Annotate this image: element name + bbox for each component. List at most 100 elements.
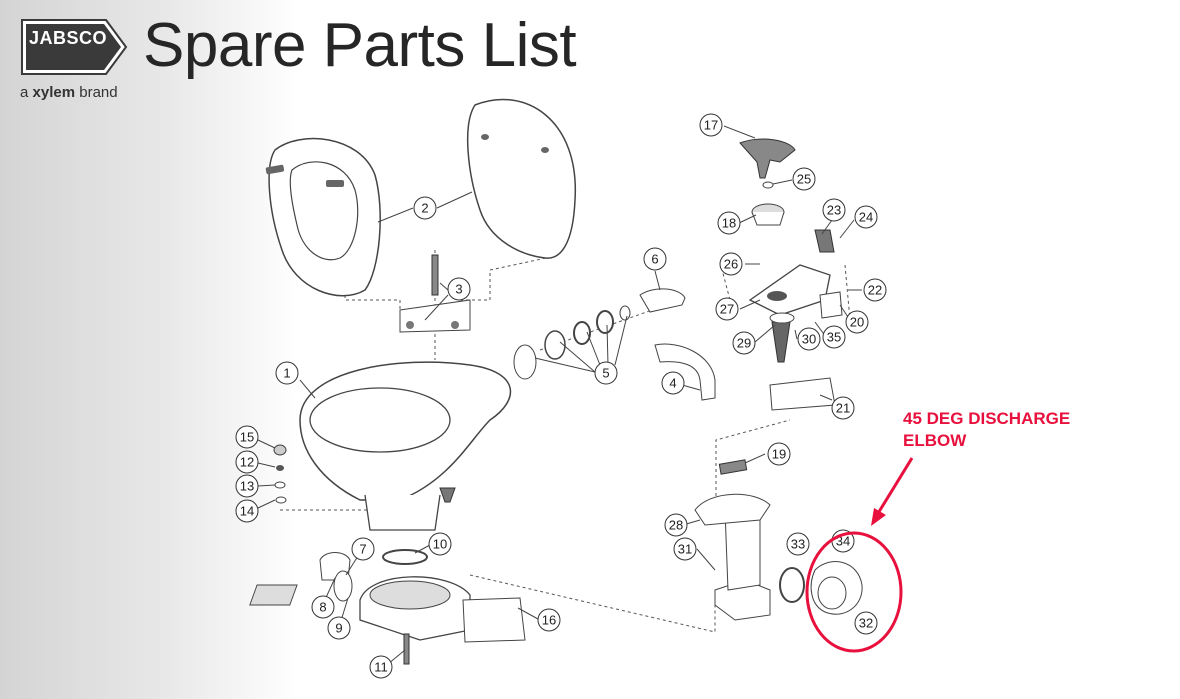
part-label-12: 12 <box>235 450 259 474</box>
part-number-text: 20 <box>850 315 864 330</box>
part-number-text: 18 <box>722 216 736 231</box>
part-label-9: 9 <box>327 616 351 640</box>
page-title: Spare Parts List <box>143 11 577 80</box>
pump-handle-assembly <box>739 138 843 411</box>
part-label-circle <box>235 474 259 498</box>
part-label-19: 19 <box>767 442 791 466</box>
hinge-assembly <box>399 254 471 333</box>
part-number-text: 17 <box>704 118 718 133</box>
part-number-text: 29 <box>737 336 751 351</box>
highlight-circle <box>805 531 903 653</box>
toilet-seat <box>265 137 381 297</box>
part-label-circle <box>831 396 855 420</box>
part-number-text: 11 <box>374 660 388 675</box>
part-label-27: 27 <box>715 297 739 321</box>
part-label-23: 23 <box>822 198 846 222</box>
highlight-annotation <box>805 457 914 653</box>
part-label-circle <box>235 425 259 449</box>
part-label-35: 35 <box>822 325 846 349</box>
part-number-text: 6 <box>651 252 658 267</box>
part-number-text: 7 <box>359 542 366 557</box>
part-number-text: 2 <box>421 201 428 216</box>
part-label-circle <box>845 310 869 334</box>
part-number-text: 22 <box>868 283 882 298</box>
part-label-24: 24 <box>854 205 878 229</box>
part-label-circle <box>767 442 791 466</box>
part-label-5: 5 <box>594 361 618 385</box>
discharge-pump-assembly <box>694 459 863 621</box>
part-label-circle <box>786 532 810 556</box>
part-number-text: 30 <box>802 332 816 347</box>
part-number-text: 15 <box>240 430 254 445</box>
part-label-circle <box>664 513 688 537</box>
part-label-29: 29 <box>732 331 756 355</box>
part-label-17: 17 <box>699 113 723 137</box>
toilet-bowl <box>299 361 512 531</box>
callout-line-2: ELBOW <box>903 431 967 450</box>
part-number-text: 31 <box>678 542 692 557</box>
part-label-circle <box>311 595 335 619</box>
part-label-circle <box>428 532 452 556</box>
part-label-circle <box>854 205 878 229</box>
part-number-text: 12 <box>240 455 254 470</box>
part-label-circle <box>235 499 259 523</box>
part-number-text: 27 <box>720 302 734 317</box>
part-number-text: 24 <box>859 210 873 225</box>
part-label-circle <box>797 327 821 351</box>
part-number-text: 25 <box>797 172 811 187</box>
part-number-text: 4 <box>669 376 676 391</box>
part-number-text: 21 <box>836 401 850 416</box>
part-label-18: 18 <box>717 211 741 235</box>
part-label-circle <box>863 278 887 302</box>
part-number-text: 14 <box>240 504 254 519</box>
background-gradient <box>0 0 300 699</box>
part-label-circle <box>643 247 667 271</box>
part-label-circle <box>822 198 846 222</box>
toilet-lid <box>466 98 576 259</box>
part-label-circle <box>537 608 561 632</box>
part-label-15: 15 <box>235 425 259 449</box>
part-label-circle <box>351 537 375 561</box>
part-label-33: 33 <box>786 532 810 556</box>
part-label-13: 13 <box>235 474 259 498</box>
part-number-text: 1 <box>283 366 290 381</box>
part-number-text: 35 <box>827 330 841 345</box>
part-label-circle <box>792 167 816 191</box>
part-label-11: 11 <box>369 655 393 679</box>
small-hardware <box>273 444 456 504</box>
part-label-22: 22 <box>863 278 887 302</box>
part-label-circle <box>413 196 437 220</box>
part-number-text: 16 <box>542 613 556 628</box>
part-label-circle <box>822 325 846 349</box>
logo-wordmark: JABSCO <box>28 28 107 48</box>
part-label-6: 6 <box>643 247 667 271</box>
part-number-text: 33 <box>791 537 805 552</box>
part-label-28: 28 <box>664 513 688 537</box>
part-label-circle <box>719 252 743 276</box>
part-number-text: 23 <box>827 203 841 218</box>
part-number-text: 32 <box>859 616 873 631</box>
part-number-text: 8 <box>319 600 326 615</box>
part-label-3: 3 <box>447 277 471 301</box>
part-number-text: 13 <box>240 479 254 494</box>
part-number-text: 28 <box>669 518 683 533</box>
pump-base <box>249 549 526 665</box>
jabsco-logo: JABSCO <box>20 18 130 78</box>
part-label-circle <box>275 361 299 385</box>
part-number-text: 26 <box>724 257 738 272</box>
part-label-circle <box>327 616 351 640</box>
part-label-32: 32 <box>854 611 878 635</box>
part-label-circle <box>235 450 259 474</box>
discharge-elbow-callout: 45 DEG DISCHARGE ELBOW <box>903 408 1123 452</box>
part-label-26: 26 <box>719 252 743 276</box>
part-number-text: 5 <box>602 366 609 381</box>
leader-lines <box>257 125 862 665</box>
part-number-text: 19 <box>772 447 786 462</box>
part-label-14: 14 <box>235 499 259 523</box>
part-label-circle <box>732 331 756 355</box>
callout-arrow-line <box>875 457 914 516</box>
part-label-circle <box>673 537 697 561</box>
part-label-25: 25 <box>792 167 816 191</box>
part-label-7: 7 <box>351 537 375 561</box>
part-number-text: 3 <box>455 282 462 297</box>
